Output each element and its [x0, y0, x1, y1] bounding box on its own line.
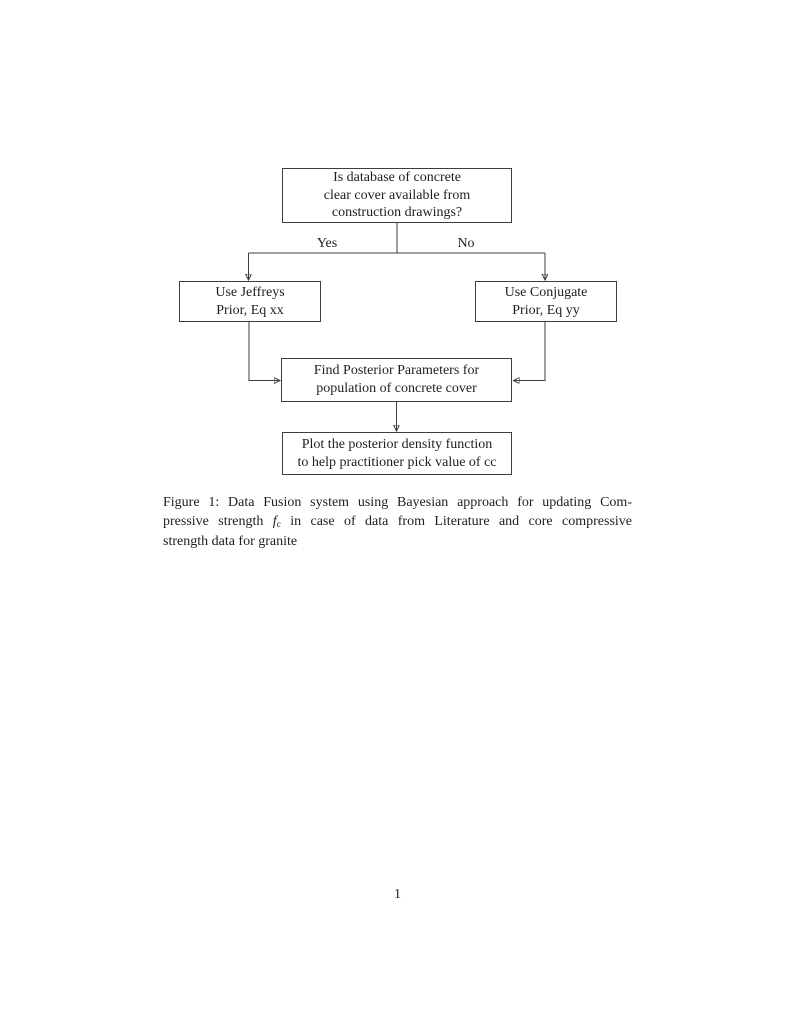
- connector-jeffreys-posterior: [248, 322, 280, 381]
- caption-line-1: Figure 1: Data Fusion system using Bayes…: [163, 495, 632, 510]
- flowchart-node-posterior-parameters: Find Posterior Parameters for population…: [281, 358, 512, 402]
- flowchart-node-question: Is database of concrete clear cover avai…: [282, 168, 512, 223]
- edge-label-yes: Yes: [316, 236, 338, 251]
- caption-line-3: strength data for granite: [163, 533, 298, 549]
- caption-line-2: pressive strength fc in case of data fro…: [163, 512, 632, 531]
- node-text-line: Is database of concrete: [333, 169, 461, 185]
- edge-label-no: No: [457, 236, 475, 251]
- flowchart-node-jeffreys-prior: Use Jeffreys Prior, Eq xx: [179, 281, 321, 322]
- page-number: 1: [394, 887, 401, 902]
- node-text-line: Plot the posterior density function: [301, 436, 493, 452]
- connector-conjugate-posterior: [514, 322, 546, 381]
- math-subscript-c: c: [276, 519, 281, 530]
- node-text-line: Prior, Eq xx: [216, 302, 284, 318]
- node-text-line: Use Jeffreys: [215, 284, 285, 300]
- node-text-line: construction drawings?: [331, 205, 463, 221]
- node-text-line: Use Conjugate: [504, 284, 588, 300]
- node-text-line: Prior, Eq yy: [512, 302, 580, 318]
- node-text-line: population of concrete cover: [316, 381, 477, 396]
- caption-line2-post: in case of data from Literature and core…: [290, 514, 633, 530]
- caption-math-fc: fc: [273, 514, 281, 529]
- flowchart-node-conjugate-prior: Use Conjugate Prior, Eq yy: [475, 281, 617, 322]
- flowchart-node-plot-posterior-density: Plot the posterior density function to h…: [282, 432, 512, 475]
- node-text-line: Find Posterior Parameters for: [313, 363, 480, 379]
- node-text-line: to help practitioner pick value of cc: [297, 454, 497, 470]
- caption-line2-pre: pressive strength: [163, 514, 264, 530]
- node-text-line: clear cover available from: [323, 187, 471, 203]
- math-f-symbol: f: [272, 514, 277, 530]
- figure-caption: Figure 1: Data Fusion system using Bayes…: [163, 493, 632, 551]
